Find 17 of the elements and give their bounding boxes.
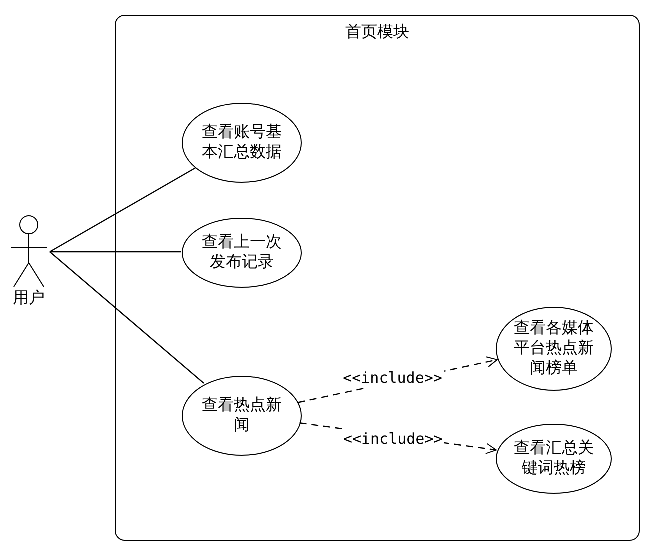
boundary-title: 首页模块 bbox=[346, 22, 410, 43]
association-line bbox=[50, 252, 204, 384]
use-case-ellipse bbox=[182, 103, 302, 183]
use-case-ellipse bbox=[496, 307, 612, 391]
use-case-ellipse bbox=[182, 218, 302, 288]
use-case-label: 查看热点新闻 bbox=[201, 396, 283, 436]
association-line bbox=[50, 168, 196, 253]
use-case-ellipse bbox=[496, 424, 612, 494]
actor-label: 用户 bbox=[13, 289, 45, 309]
edge-label: <<include>> bbox=[341, 368, 444, 388]
use-case-label: 查看汇总关键词热榜 bbox=[513, 439, 595, 479]
use-case-label: 查看各媒体平台热点新闻榜单 bbox=[513, 319, 595, 379]
use-case-ellipse bbox=[182, 376, 302, 456]
system-boundary bbox=[115, 15, 640, 541]
use-case-label: 查看账号基本汇总数据 bbox=[201, 123, 283, 163]
association-line bbox=[50, 251, 181, 253]
use-case-label: 查看上一次发布记录 bbox=[201, 233, 283, 273]
